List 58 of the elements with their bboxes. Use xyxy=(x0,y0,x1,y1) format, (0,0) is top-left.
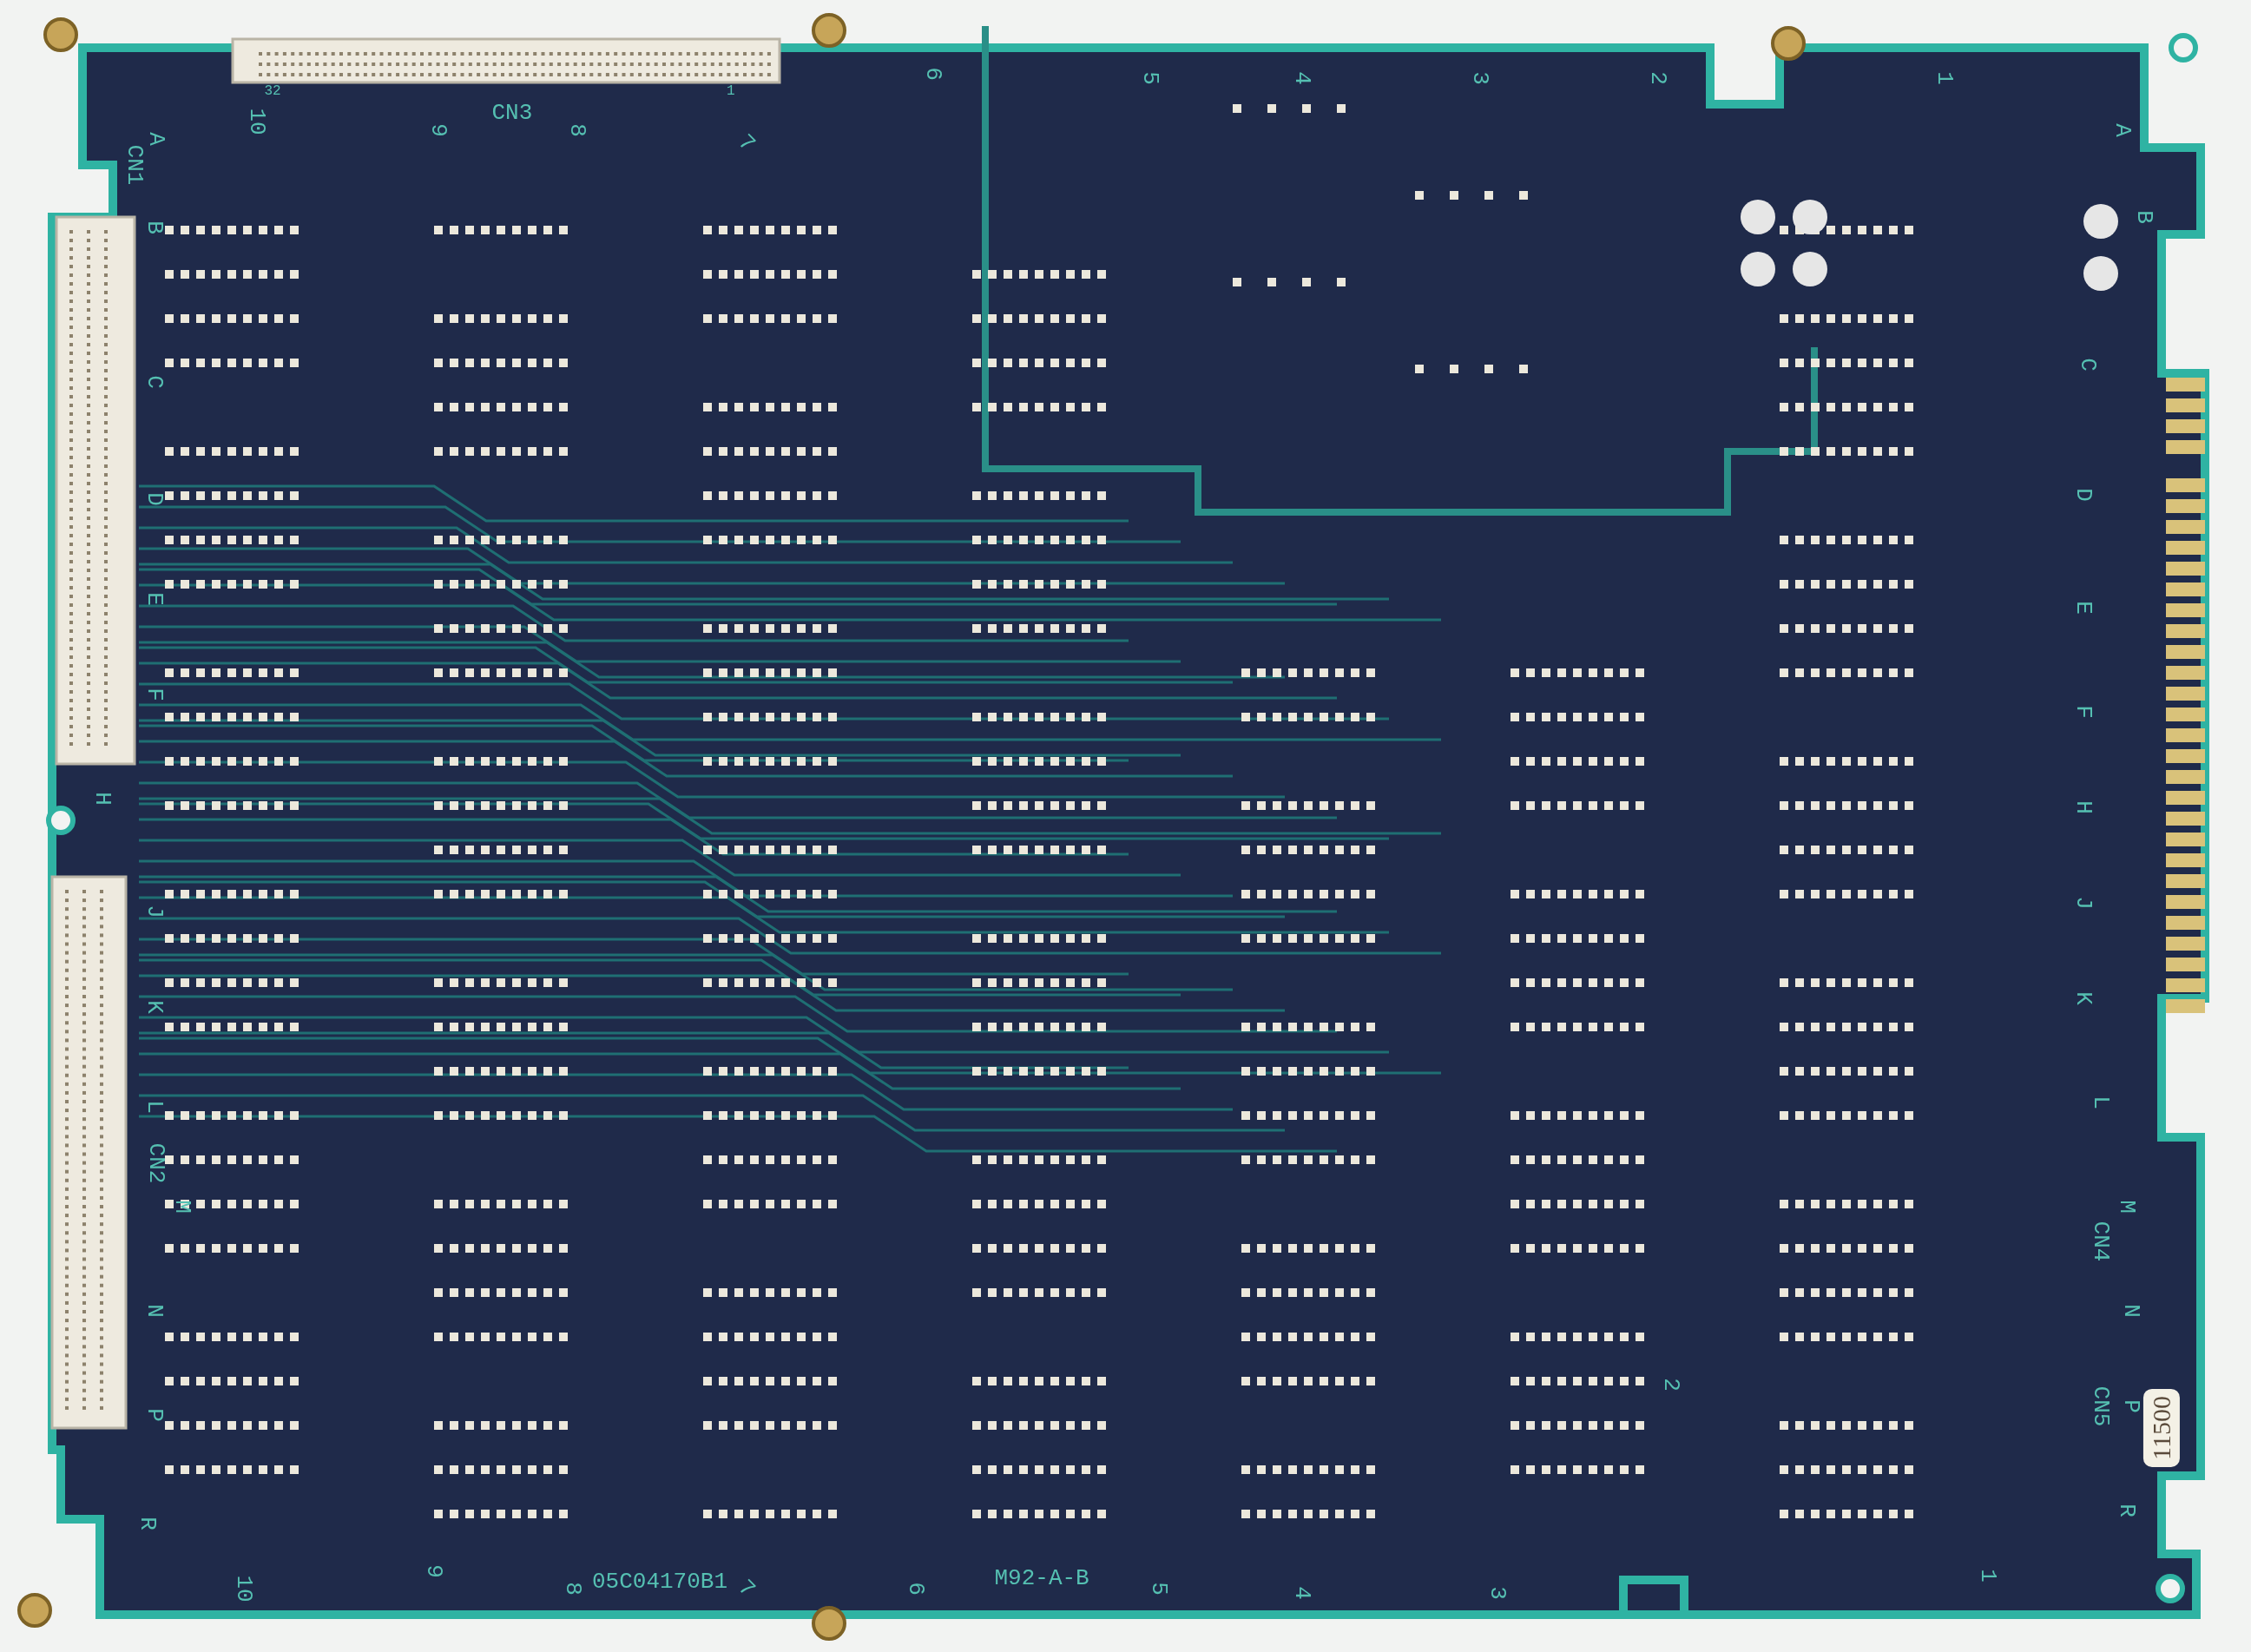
silkscreen-label: 9 xyxy=(422,1564,445,1578)
silkscreen-label: 10 xyxy=(245,108,268,135)
silkscreen-label: 32 xyxy=(264,84,281,98)
silkscreen-label: B xyxy=(2132,210,2156,224)
silkscreen-label: 8 xyxy=(561,1582,584,1596)
silkscreen-label: R xyxy=(135,1517,159,1530)
silkscreen-label: P xyxy=(2119,1399,2142,1413)
silkscreen-label: 2 xyxy=(1659,1378,1682,1392)
silkscreen-label: J xyxy=(2071,896,2095,910)
silkscreen-label: B xyxy=(142,220,166,234)
silkscreen-label: K xyxy=(142,1000,166,1014)
silkscreen-label: CN4 xyxy=(2089,1221,2112,1262)
sticker-label: 11500 xyxy=(2142,1389,2180,1467)
silkscreen-label: D xyxy=(142,492,166,506)
silkscreen-label: CN1 xyxy=(122,144,146,186)
silkscreen-label: 4 xyxy=(1290,71,1313,85)
silkscreen-label: CN2 xyxy=(144,1142,168,1184)
silkscreen-label: N xyxy=(142,1304,166,1318)
silkscreen-label: 6 xyxy=(904,1582,927,1596)
silkscreen-label: M xyxy=(170,1200,194,1214)
silkscreen-label: 10 xyxy=(232,1575,255,1603)
silkscreen-label: 7 xyxy=(734,1576,760,1602)
silkscreen-label: N xyxy=(2119,1304,2142,1318)
silkscreen-label: H xyxy=(90,792,114,806)
silkscreen-label: L xyxy=(142,1100,166,1114)
silkscreen-label: 5 xyxy=(1138,71,1162,85)
silkscreen-label: CN3 xyxy=(491,102,533,124)
silkscreen-label: C xyxy=(2076,358,2099,372)
silkscreen-label: L xyxy=(2089,1096,2112,1109)
silkscreen-label: D xyxy=(2071,488,2095,502)
silkscreen-label: 6 xyxy=(921,67,944,81)
silkscreen-label: K xyxy=(2071,991,2095,1005)
silkscreen-label: P xyxy=(142,1408,166,1422)
silkscreen-label: 1 xyxy=(1976,1569,1999,1583)
silkscreen-label: M xyxy=(2115,1200,2138,1214)
silkscreen-label: CN5 xyxy=(2089,1385,2112,1427)
silkscreen-label: C xyxy=(142,375,166,389)
silkscreen-label: F xyxy=(142,688,166,701)
silkscreen-label: 3 xyxy=(1485,1586,1509,1600)
silkscreen-label: 7 xyxy=(734,130,760,156)
silkscreen-label: J xyxy=(142,905,166,918)
silkscreen-label: 4 xyxy=(1290,1586,1313,1600)
silkscreen-label: 5 xyxy=(1147,1582,1170,1596)
silkscreen-label: R xyxy=(2115,1504,2138,1517)
silkscreen-label: 1 xyxy=(1932,71,1956,85)
silkscreen-label: 3 xyxy=(1468,71,1491,85)
silkscreen-label: F xyxy=(2071,705,2095,719)
silkscreen-label: E xyxy=(2071,601,2095,615)
silkscreen-label: H xyxy=(2071,800,2095,814)
silkscreen-label: A xyxy=(2110,123,2134,137)
silkscreen-label: E xyxy=(142,592,166,606)
silkscreen-label: 9 xyxy=(426,123,450,137)
silkscreen-label: 1 xyxy=(727,84,735,98)
silkscreen-label: A xyxy=(144,132,168,146)
silkscreen-label: 2 xyxy=(1646,71,1669,85)
silkscreen-label: 05C04170B1 xyxy=(592,1570,728,1593)
silkscreen-label: 8 xyxy=(565,123,589,137)
silkscreen-label: M92-A-B xyxy=(994,1567,1089,1589)
